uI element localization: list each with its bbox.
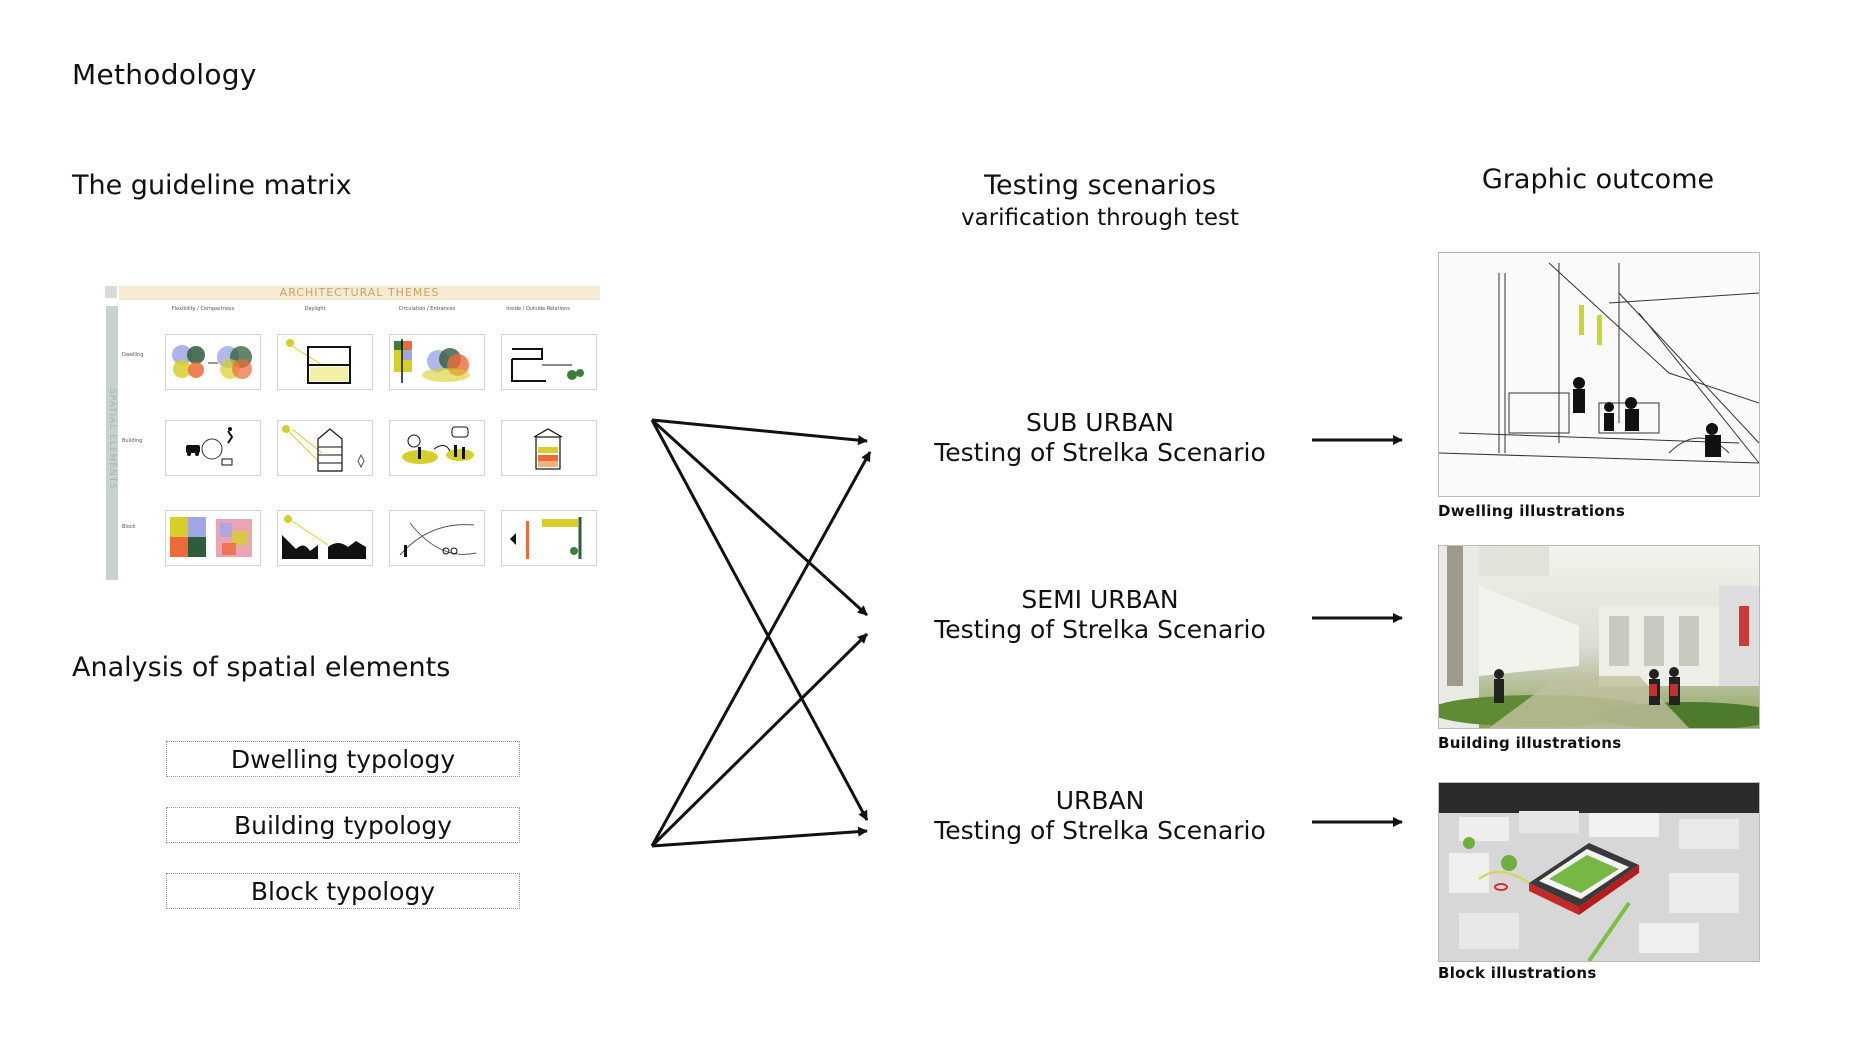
matrix-row-1: Dwelling bbox=[122, 352, 144, 358]
matrix-cell bbox=[389, 510, 485, 566]
matrix-cell bbox=[501, 334, 597, 390]
outcome-title: Graphic outcome bbox=[1481, 164, 1715, 195]
matrix-col-4: Inside / Outside Relations bbox=[506, 306, 570, 312]
block-caption: Block illustrations bbox=[1438, 964, 1597, 982]
matrix-cell bbox=[277, 510, 373, 566]
daylight-section-graphic bbox=[286, 339, 351, 384]
block-illustration bbox=[1438, 782, 1760, 962]
matrix-cell bbox=[165, 510, 261, 566]
arrow-bottom-to-suburban bbox=[650, 451, 872, 847]
matrix-col-3: Circulation / Entrances bbox=[398, 306, 456, 312]
entrance-social-graphic bbox=[402, 426, 474, 464]
scenario-desc: Testing of Strelka Scenario bbox=[934, 615, 1266, 644]
scenario-semiurban: SEMI URBAN Testing of Strelka Scenario bbox=[900, 585, 1300, 645]
page-title: Methodology bbox=[72, 58, 257, 91]
matrix-cell bbox=[277, 420, 373, 476]
scenario-name: SEMI URBAN bbox=[1021, 585, 1179, 614]
building-illustration bbox=[1438, 545, 1760, 729]
circulation-plan-graphic bbox=[394, 339, 470, 383]
matrix-cell bbox=[277, 334, 373, 390]
matrix-corner bbox=[105, 286, 117, 298]
scenario-suburban: SUB URBAN Testing of Strelka Scenario bbox=[900, 408, 1300, 468]
matrix-cell bbox=[501, 420, 597, 476]
aerial-block-render-image bbox=[1439, 783, 1759, 961]
analysis-heading: Analysis of spatial elements bbox=[72, 652, 451, 683]
arrow-bottom-to-semiurban bbox=[650, 632, 869, 848]
scenario-desc: Testing of Strelka Scenario bbox=[934, 816, 1266, 845]
matrix-heading: The guideline matrix bbox=[72, 170, 352, 201]
testing-title: Testing scenarios bbox=[984, 170, 1216, 201]
matrix-cell bbox=[165, 420, 261, 476]
testing-subtitle: varification through test bbox=[961, 205, 1239, 231]
dwelling-caption: Dwelling illustrations bbox=[1438, 502, 1626, 520]
arrow-top-to-urban bbox=[650, 419, 869, 821]
dwelling-illustration bbox=[1438, 252, 1760, 497]
matrix-cell bbox=[389, 420, 485, 476]
scenario-name: URBAN bbox=[1055, 786, 1145, 815]
interior-sketch-image bbox=[1439, 262, 1759, 464]
building-caption: Building illustrations bbox=[1438, 734, 1622, 752]
matrix-row-2: Building bbox=[122, 438, 143, 444]
block-volume-graphic bbox=[282, 515, 366, 559]
dwelling-typology-box: Dwelling typology bbox=[166, 741, 520, 777]
matrix-col-1: Flexibility / Compactness bbox=[171, 306, 235, 312]
matrix-cell bbox=[389, 334, 485, 390]
scenario-desc: Testing of Strelka Scenario bbox=[934, 438, 1266, 467]
arrow-top-to-semiurban bbox=[650, 418, 869, 617]
permeability-graphic bbox=[399, 522, 477, 557]
hybrid-programming-graphic bbox=[186, 427, 234, 466]
matrix-row-3: Block bbox=[122, 524, 136, 530]
guideline-matrix: ARCHITECTURAL THEMES SPATIAL ELEMENTS Fl… bbox=[105, 286, 600, 580]
inside-outside-graphic bbox=[511, 348, 584, 382]
courtyard-render-image bbox=[1439, 546, 1759, 728]
scenario-name: SUB URBAN bbox=[1026, 408, 1174, 437]
venn-diagram-graphic bbox=[172, 345, 252, 379]
building-orientation-graphic bbox=[282, 425, 365, 472]
edge-character-graphic bbox=[510, 517, 582, 559]
building-typology-box: Building typology bbox=[166, 807, 520, 843]
robustness-grid-graphic bbox=[170, 517, 252, 557]
arrow-top-to-suburban bbox=[651, 418, 868, 446]
arrow-bottom-to-urban bbox=[651, 826, 868, 848]
stacked-programs-graphic bbox=[533, 428, 563, 470]
matrix-col-2: Daylight bbox=[304, 306, 326, 312]
scenario-urban: URBAN Testing of Strelka Scenario bbox=[900, 786, 1300, 846]
block-typology-box: Block typology bbox=[166, 873, 520, 909]
matrix-cell bbox=[501, 510, 597, 566]
matrix-cell bbox=[165, 334, 261, 390]
matrix-side-bar bbox=[106, 306, 118, 580]
matrix-header: ARCHITECTURAL THEMES bbox=[119, 286, 600, 300]
